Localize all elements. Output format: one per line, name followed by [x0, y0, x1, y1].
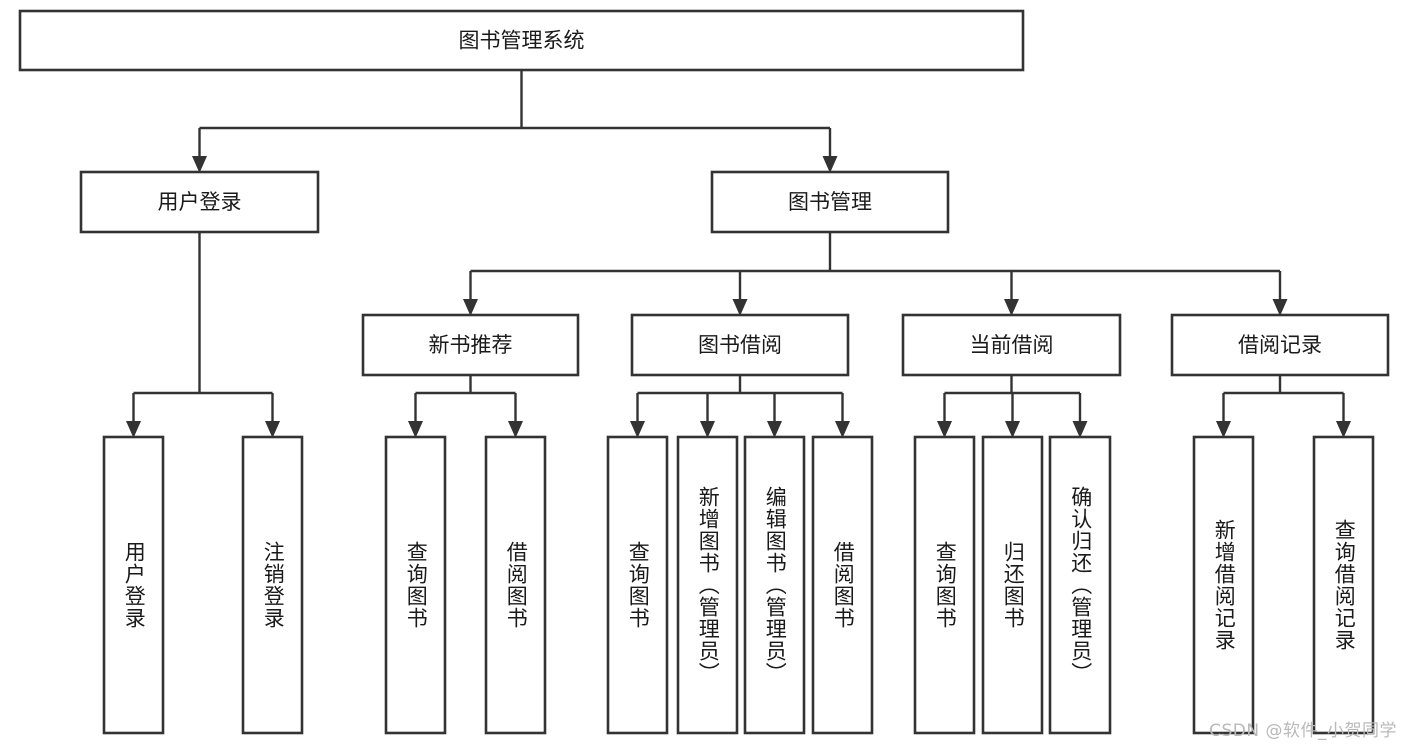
- node-box-leaf-query-book-1[interactable]: [384, 435, 447, 735]
- arrow-head-icon: [463, 299, 478, 316]
- edge-group-new-book-rec: [408, 375, 523, 438]
- node-box-root[interactable]: [18, 9, 1025, 72]
- node-leaf-user-login[interactable]: [102, 435, 165, 735]
- node-box-leaf-query-record[interactable]: [1312, 435, 1375, 735]
- node-box-leaf-add-record[interactable]: [1192, 435, 1255, 735]
- arrow-head-icon: [1005, 421, 1020, 438]
- node-box-new-book-rec[interactable]: [361, 313, 580, 377]
- arrow-head-icon: [630, 421, 645, 438]
- arrow-head-icon: [732, 299, 748, 316]
- arrow-head-icon: [937, 421, 952, 438]
- node-leaf-query-book-2[interactable]: [606, 435, 669, 735]
- arrow-head-icon: [822, 156, 838, 173]
- node-leaf-return-book[interactable]: [981, 435, 1044, 735]
- node-box-book-manage[interactable]: [710, 170, 950, 234]
- node-leaf-query-book-1[interactable]: [384, 435, 447, 735]
- node-leaf-edit-book[interactable]: [743, 435, 806, 735]
- edge-group-book-manage: [463, 232, 1288, 316]
- node-box-leaf-borrow-book-1[interactable]: [484, 435, 547, 735]
- arrow-head-icon: [835, 421, 850, 438]
- connectors-layer: [126, 70, 1351, 438]
- node-label-root: 图书管理系统: [459, 29, 585, 53]
- node-box-leaf-return-book[interactable]: [981, 435, 1044, 735]
- node-leaf-borrow-book-2[interactable]: [811, 435, 874, 735]
- node-leaf-query-record[interactable]: [1312, 435, 1375, 735]
- node-box-leaf-add-book[interactable]: [676, 435, 739, 735]
- node-box-book-borrow[interactable]: [630, 313, 850, 377]
- arrow-head-icon: [1336, 421, 1351, 438]
- arrow-head-icon: [508, 421, 523, 438]
- node-label-book-borrow: 图书借阅: [698, 333, 782, 357]
- arrow-head-icon: [408, 421, 423, 438]
- node-book-manage[interactable]: 图书管理: [710, 170, 950, 234]
- node-label-current-borrow: 当前借阅: [970, 333, 1054, 357]
- node-box-leaf-confirm-return[interactable]: [1048, 435, 1112, 735]
- arrow-head-icon: [767, 421, 782, 438]
- node-label-new-book-rec: 新书推荐: [429, 333, 513, 357]
- arrow-head-icon: [1004, 299, 1019, 316]
- edge-group-root: [192, 70, 838, 173]
- node-box-leaf-borrow-book-2[interactable]: [811, 435, 874, 735]
- node-box-leaf-logout[interactable]: [241, 435, 304, 735]
- arrow-head-icon: [1216, 421, 1231, 438]
- node-box-user-login[interactable]: [79, 170, 320, 234]
- node-book-borrow[interactable]: 图书借阅: [630, 313, 850, 377]
- node-label-book-manage: 图书管理: [788, 190, 872, 214]
- node-new-book-rec[interactable]: 新书推荐: [361, 313, 580, 377]
- edge-group-user-login: [126, 232, 280, 438]
- node-label-borrow-record: 借阅记录: [1238, 333, 1322, 357]
- arrow-head-icon: [192, 156, 207, 173]
- node-box-borrow-record[interactable]: [1170, 313, 1390, 377]
- edge-group-book-borrow: [630, 375, 850, 438]
- node-root[interactable]: 图书管理系统: [18, 9, 1025, 72]
- edge-group-current-borrow: [937, 375, 1088, 438]
- node-label-user-login: 用户登录: [158, 190, 242, 214]
- node-leaf-add-record[interactable]: [1192, 435, 1255, 735]
- node-box-leaf-query-book-2[interactable]: [606, 435, 669, 735]
- node-box-leaf-query-book-3[interactable]: [913, 435, 976, 735]
- arrow-head-icon: [265, 421, 280, 438]
- node-box-leaf-user-login[interactable]: [102, 435, 165, 735]
- node-leaf-logout[interactable]: [241, 435, 304, 735]
- node-user-login[interactable]: 用户登录: [79, 170, 320, 234]
- node-box-leaf-edit-book[interactable]: [743, 435, 806, 735]
- node-leaf-confirm-return[interactable]: [1048, 435, 1112, 735]
- arrow-head-icon: [700, 421, 715, 438]
- arrow-head-icon: [1072, 421, 1088, 438]
- node-leaf-query-book-3[interactable]: [913, 435, 976, 735]
- edge-group-borrow-record: [1216, 375, 1351, 438]
- node-current-borrow[interactable]: 当前借阅: [901, 313, 1122, 377]
- node-box-current-borrow[interactable]: [901, 313, 1122, 377]
- node-leaf-borrow-book-1[interactable]: [484, 435, 547, 735]
- node-borrow-record[interactable]: 借阅记录: [1170, 313, 1390, 377]
- arrow-head-icon: [1272, 299, 1288, 316]
- arrow-head-icon: [126, 421, 141, 438]
- node-leaf-add-book[interactable]: [676, 435, 739, 735]
- watermark-text: CSDN @软件_小贺同学: [1209, 721, 1397, 741]
